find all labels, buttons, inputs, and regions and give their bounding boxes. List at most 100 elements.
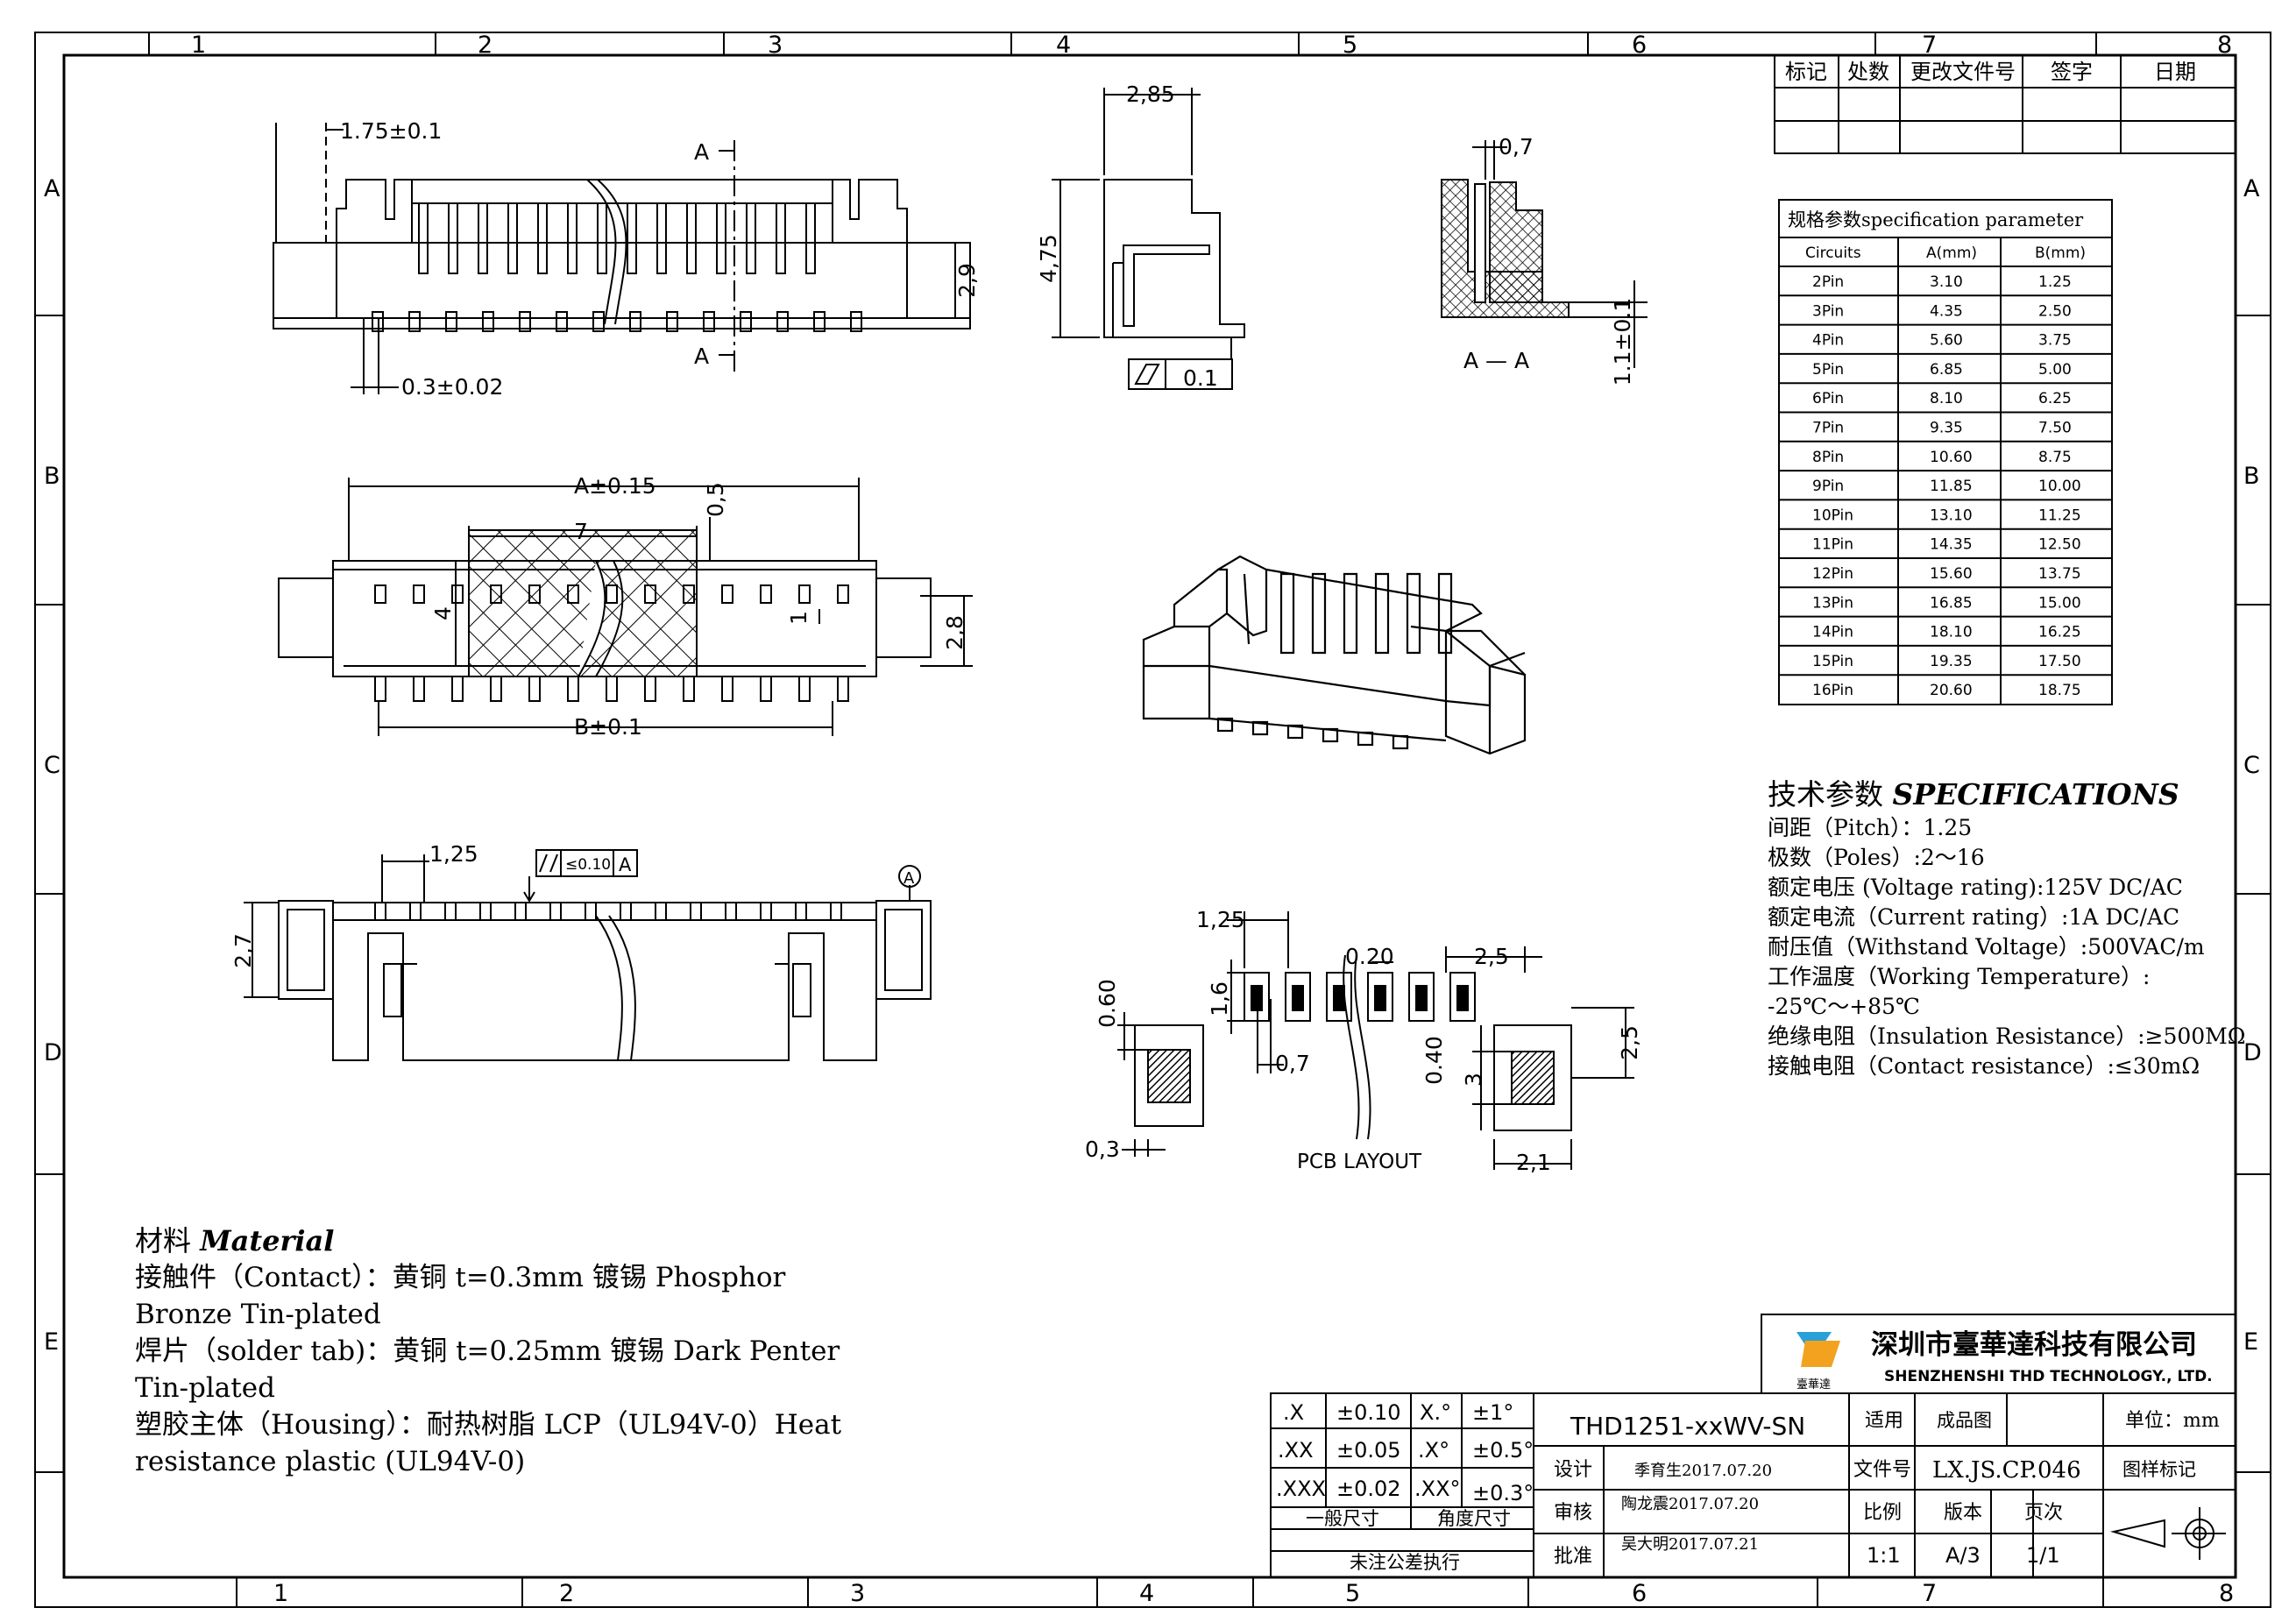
angle-size-label: 角度尺寸 — [1437, 1508, 1511, 1529]
table-cell: 13Pin — [1812, 594, 1853, 612]
apply-value: 成品图 — [1937, 1410, 1992, 1431]
spec-line: -25℃～+85℃ — [1768, 994, 1920, 1019]
housing-slot — [567, 584, 579, 604]
table-cell: 10.60 — [1930, 449, 1973, 466]
contact-finger — [805, 202, 816, 274]
housing-slot — [451, 584, 464, 604]
table-cell: 3.10 — [1930, 273, 1963, 291]
contact-pin — [798, 676, 811, 702]
contact-tab — [479, 902, 492, 921]
tol-cell: ±0.05 — [1336, 1438, 1401, 1463]
contact-pin — [644, 676, 656, 702]
section-view: 0,7 1.1±0.1 A — A — [1441, 134, 1648, 386]
table-cell: 12.50 — [2038, 536, 2081, 554]
review-value: 陶龙震2017.07.20 — [1621, 1495, 1759, 1513]
contact-pin — [1322, 727, 1339, 743]
sheet-border: 1 2 3 4 5 6 7 8 1 2 3 4 5 6 7 8 A B C D … — [34, 32, 2271, 1608]
housing-slot — [683, 584, 695, 604]
revision-header: 日期 — [2154, 60, 2196, 84]
approve-label: 批准 — [1554, 1546, 1592, 1568]
mark-label: 图样标记 — [2122, 1459, 2196, 1480]
spec-line: 额定电压 (Voltage rating):125V DC/AC — [1768, 875, 2183, 900]
col-label: 2 — [559, 1580, 574, 1607]
contact-pin — [592, 311, 605, 332]
table-cell: 16.25 — [2038, 624, 2081, 641]
row-label: B — [44, 463, 60, 490]
contact-tab — [409, 902, 422, 921]
contact-tab — [760, 902, 772, 921]
file-label: 文件号 — [1853, 1459, 1911, 1481]
spec-parameter-table: 规格参数specification parameter Circuits A(m… — [1778, 199, 2113, 705]
untoleranced-label: 未注公差执行 — [1350, 1552, 1460, 1573]
section-label: A — [694, 139, 709, 165]
col-label: 6 — [1632, 1580, 1647, 1607]
table-cell: 4.35 — [1930, 302, 1963, 320]
table-cell: 3Pin — [1812, 302, 1844, 320]
contact-pin — [408, 311, 421, 332]
spec-line: 耐压值（Withstand Voltage）:500VAC/m — [1768, 934, 2205, 960]
table-cell: 14Pin — [1812, 624, 1853, 641]
revision-block: 标记 处数 更改文件号 签字 日期 — [1774, 54, 2236, 154]
contact-fin — [1279, 572, 1295, 655]
revision-header: 更改文件号 — [1910, 60, 2016, 84]
table-cell: 17.50 — [2038, 653, 2081, 670]
contact-finger — [537, 202, 548, 274]
spec-table-title: 规格参数specification parameter — [1788, 209, 2084, 230]
table-cell: 19.35 — [1930, 653, 1973, 670]
table-cell: 4Pin — [1812, 332, 1844, 350]
company-logo-text: 臺華達 — [1796, 1378, 1831, 1392]
pcb-pad-inner — [1374, 985, 1386, 1011]
material-line: 接触件（Contact）：黄铜 t=0.3mm 镀锡 Phosphor Bron… — [135, 1262, 786, 1330]
table-cell: 16.85 — [1930, 594, 1973, 612]
contact-pin — [740, 311, 752, 332]
pcb-layout-label: PCB LAYOUT — [1297, 1151, 1422, 1173]
contact-pin — [703, 311, 715, 332]
row-label: B — [2243, 463, 2260, 490]
contact-pin — [813, 311, 826, 332]
dim-label: 3 — [1461, 1073, 1486, 1087]
table-cell: 8Pin — [1812, 449, 1844, 466]
page-label: 页次 — [2024, 1502, 2063, 1524]
bottom-view: 1,25 ≤0.10 A A 2,7 — [230, 841, 932, 1061]
contact-finger — [776, 202, 786, 274]
housing-slot — [490, 584, 502, 604]
table-cell: 11.85 — [1930, 478, 1973, 495]
contact-finger — [567, 202, 578, 274]
table-cell: 16Pin — [1812, 682, 1853, 699]
contact-tab — [795, 902, 807, 921]
dim-label: 0,5 — [703, 482, 728, 517]
pcb-pad-inner — [1333, 985, 1345, 1011]
table-cell: 10Pin — [1812, 506, 1853, 524]
spec-line: 额定电流（Current rating）:1A DC/AC — [1768, 904, 2180, 930]
contact-fin — [1374, 572, 1390, 655]
table-cell: 18.75 — [2038, 682, 2081, 699]
tol-cell: ±0.5° — [1472, 1438, 1534, 1463]
isometric-view — [1142, 555, 1527, 755]
pcb-layout: 1,25 0.20 2,5 1,6 0,7 0.60 0,3 0.40 3 2,… — [1085, 907, 1642, 1175]
table-cell: 5.60 — [1930, 332, 1963, 350]
contact-finger — [448, 202, 458, 274]
row-label: A — [2243, 175, 2260, 202]
contact-pin — [556, 311, 568, 332]
side-view: 2,85 4,75 0.1 — [1036, 81, 1245, 391]
table-cell: 6Pin — [1812, 390, 1844, 407]
table-cell: 9.35 — [1930, 420, 1963, 437]
dim-label: 1.75±0.1 — [340, 118, 442, 144]
pcb-pad-inner — [1415, 985, 1428, 1011]
company-name-en: SHENZHENSHI THD TECHNOLOGY., LTD. — [1884, 1368, 2213, 1385]
col-label: 8 — [2219, 1580, 2234, 1607]
col-label: 3 — [768, 32, 783, 59]
scale-label: 比例 — [1863, 1502, 1902, 1524]
dim-label: 2,9 — [954, 263, 980, 298]
datum-label: A — [904, 869, 915, 888]
contact-pin — [1251, 720, 1269, 736]
col-label: 5 — [1345, 1580, 1360, 1607]
contact-fin — [1437, 572, 1453, 655]
dim-label: ≤0.10 — [565, 856, 611, 874]
table-cell: 8.75 — [2038, 449, 2072, 466]
pcb-pad — [1285, 972, 1311, 1022]
housing-slot — [721, 584, 733, 604]
col-label: 2 — [478, 32, 493, 59]
table-cell: 2Pin — [1812, 273, 1844, 291]
